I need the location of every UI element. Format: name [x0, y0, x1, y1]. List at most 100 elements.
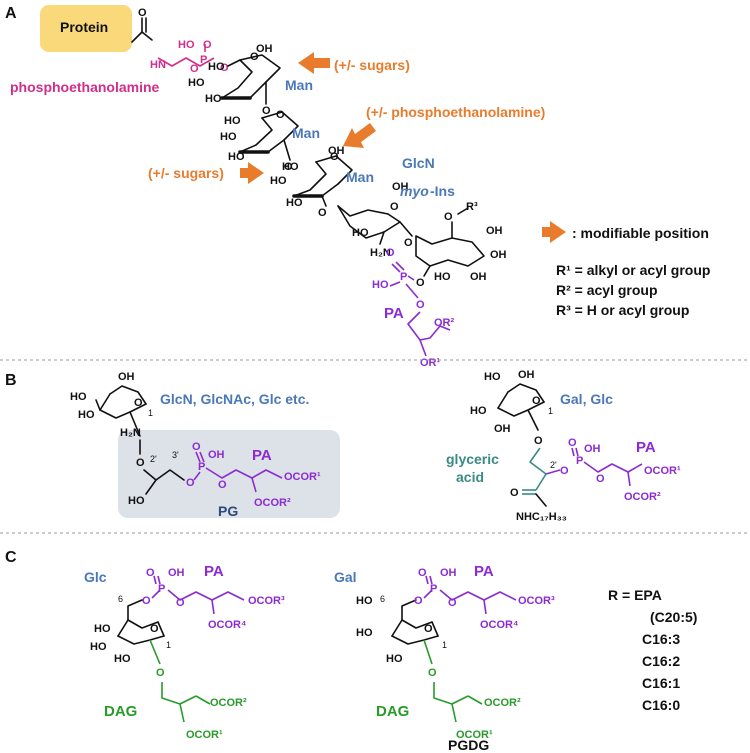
- glcn-ring: O OH HO H₂N O: [337, 181, 413, 259]
- svg-text:1: 1: [548, 406, 553, 416]
- svg-text:HO: HO: [282, 161, 299, 173]
- svg-text:HO: HO: [90, 641, 107, 653]
- svg-text:HO: HO: [70, 391, 87, 403]
- svg-text:HO: HO: [128, 495, 145, 507]
- svg-text:P: P: [400, 271, 407, 283]
- r2-def: R² = acyl group: [556, 282, 658, 298]
- svg-text:3': 3': [172, 450, 179, 460]
- arrow-sugars-1: [298, 52, 330, 74]
- svg-text:R³: R³: [466, 201, 478, 213]
- protein-label: Protein: [60, 19, 108, 35]
- svg-text:O: O: [176, 597, 185, 609]
- svg-text:O: O: [532, 395, 541, 407]
- svg-text:OH: OH: [392, 181, 409, 193]
- svg-text:O: O: [416, 277, 425, 289]
- svg-text:P: P: [198, 461, 205, 473]
- pgdg-label: PGDG: [448, 737, 489, 753]
- arrow-petn: [343, 123, 376, 148]
- panel-b-label: B: [5, 372, 17, 389]
- svg-text:O: O: [220, 62, 229, 74]
- phosphoethanolamine-label: phosphoethanolamine: [10, 79, 160, 95]
- man2-ring: O HO HO HO O: [220, 109, 299, 173]
- svg-text:O: O: [186, 477, 195, 489]
- sugars-2-label: (+/- sugars): [148, 165, 224, 181]
- ocor2-b-right: OCOR²: [624, 491, 661, 503]
- glyceric-label-2: acid: [456, 469, 484, 485]
- svg-text:6: 6: [380, 594, 385, 604]
- svg-text:HO: HO: [114, 653, 131, 665]
- ocor3-c-left: OCOR³: [248, 595, 285, 607]
- svg-text:HO: HO: [470, 405, 487, 417]
- svg-text:HN: HN: [150, 59, 166, 71]
- svg-text:HO: HO: [372, 279, 389, 291]
- svg-text:OH: OH: [440, 567, 457, 579]
- svg-text:H₂N: H₂N: [120, 427, 141, 439]
- modifiable-label: : modifiable position: [572, 225, 709, 241]
- svg-text:O: O: [218, 479, 227, 491]
- r1-def: R¹ = alkyl or acyl group: [556, 262, 710, 278]
- man2-label: Man: [292, 125, 320, 141]
- svg-text:P: P: [576, 455, 583, 467]
- pg-label: PG: [218, 503, 238, 519]
- gal-label: Gal: [334, 569, 357, 585]
- svg-text:OH: OH: [584, 443, 601, 455]
- ocor1-b-right: OCOR¹: [644, 465, 681, 477]
- r-list-item-1: C16:3: [642, 631, 680, 647]
- man3-label: Man: [346, 169, 374, 185]
- svg-text:H₂N: H₂N: [370, 247, 391, 259]
- svg-text:HO: HO: [386, 653, 403, 665]
- pa-label-b-right: PA: [636, 439, 656, 456]
- svg-text:HO: HO: [356, 595, 373, 607]
- svg-text:O: O: [448, 597, 457, 609]
- svg-text:P: P: [158, 583, 165, 595]
- ocor1-b-left: OCOR¹: [284, 471, 321, 483]
- r-list-item-0: (C20:5): [650, 609, 697, 625]
- pa-label-c-left: PA: [204, 563, 224, 580]
- ocor4-c-right: OCOR⁴: [480, 619, 518, 631]
- pg-phosphate: O P OH O O OCOR¹ OCOR²: [186, 441, 321, 509]
- svg-text:O: O: [276, 109, 285, 121]
- svg-text:1: 1: [442, 640, 447, 650]
- sugars-1-label: (+/- sugars): [334, 57, 410, 73]
- svg-text:O: O: [192, 441, 201, 453]
- svg-text:OH: OH: [490, 249, 507, 261]
- svg-text:1: 1: [148, 408, 153, 418]
- svg-text:HO: HO: [484, 371, 501, 383]
- svg-text:OH: OH: [486, 225, 503, 237]
- svg-text:O: O: [142, 595, 151, 607]
- svg-text:O: O: [418, 567, 427, 579]
- svg-text:O: O: [416, 299, 425, 311]
- svg-text:O: O: [136, 457, 145, 469]
- svg-text:O: O: [318, 207, 327, 219]
- svg-text:O: O: [330, 151, 339, 163]
- svg-text:HO: HO: [228, 151, 245, 163]
- svg-text:HO: HO: [178, 39, 195, 51]
- or2-a: OR²: [434, 317, 455, 329]
- r-equals-label: R = EPA: [608, 587, 662, 603]
- svg-text:HO: HO: [220, 131, 237, 143]
- svg-text:OH: OH: [118, 371, 135, 383]
- r-list-item-3: C16:1: [642, 675, 680, 691]
- svg-text:HO: HO: [78, 409, 95, 421]
- nhc-label: NHC₁₇H₃₃: [516, 511, 567, 523]
- phosphoethanolamine-linker: O HN HO O P O O: [131, 7, 241, 75]
- svg-text:O: O: [404, 237, 413, 249]
- ocor1-c-right: OCOR¹: [456, 729, 493, 741]
- svg-text:O: O: [560, 465, 569, 477]
- glyceric-acid-group: O 2' NHC₁₇H₃₃ O P OH O O OCOR¹ OCOR²: [510, 437, 681, 523]
- svg-text:HO: HO: [224, 115, 241, 127]
- r-list-item-2: C16:2: [642, 653, 680, 669]
- svg-text:O: O: [150, 623, 159, 635]
- right-sugar-ring: HO OH O HO OH 1 O: [470, 369, 553, 447]
- svg-text:O: O: [284, 161, 293, 173]
- svg-text:O: O: [134, 397, 143, 409]
- svg-text:O: O: [156, 667, 165, 679]
- right-sugar-label: Gal, Glc: [560, 391, 613, 407]
- arrow-legend: [542, 221, 566, 243]
- svg-text:HO: HO: [208, 61, 225, 73]
- svg-text:O: O: [203, 39, 212, 51]
- svg-text:O: O: [444, 211, 453, 223]
- ocor2-c-left: OCOR²: [210, 697, 247, 709]
- svg-text:O: O: [424, 623, 433, 635]
